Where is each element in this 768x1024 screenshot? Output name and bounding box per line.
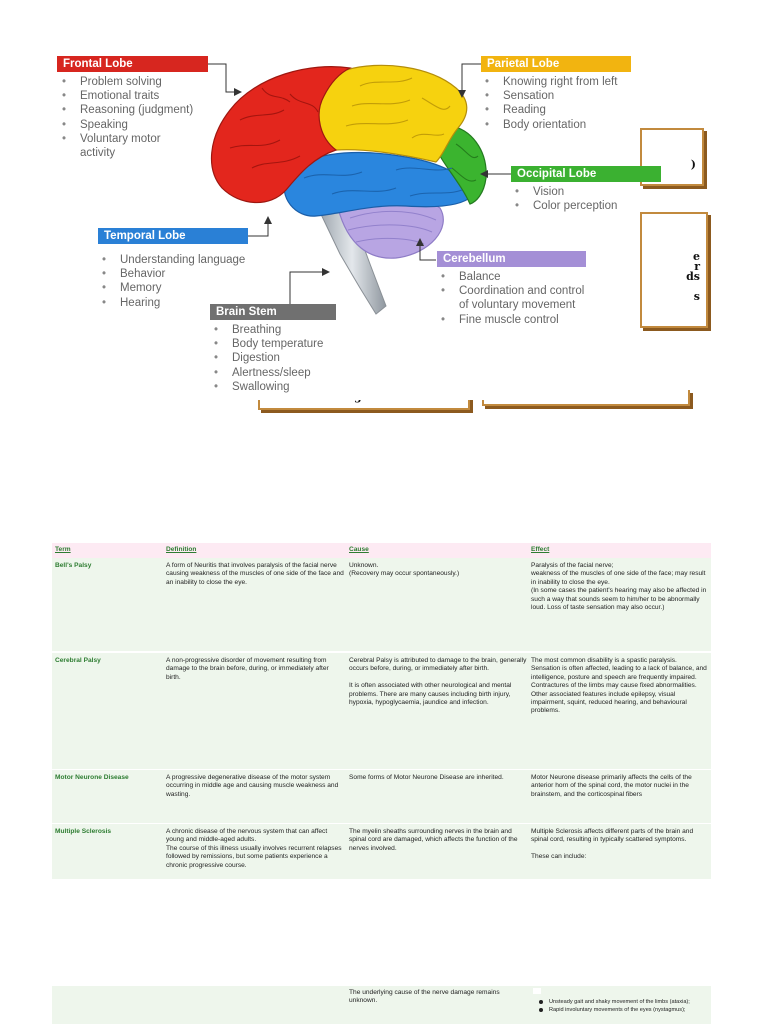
brain-diagram: ) e r ds s right xyxy=(0,0,768,420)
occipital-lobe-label: Occipital Lobe xyxy=(511,166,661,182)
frontal-lobe-shape xyxy=(210,66,352,204)
header-effect: Effect xyxy=(531,546,550,553)
function-item: Balance xyxy=(437,270,617,284)
symptom-item: Unsteady gait and shaky movement of the … xyxy=(533,998,703,1006)
term-cell: Motor Neurone Disease xyxy=(55,774,129,781)
term-cell: Multiple Sclerosis xyxy=(55,828,112,835)
function-item: Knowing right from left xyxy=(481,75,641,89)
cause-cell: The underlying cause of the nerve damage… xyxy=(349,989,500,1005)
definition-cell: A form of Neuritis that involves paralys… xyxy=(166,562,344,586)
definition-cell: A progressive degenerative disease of th… xyxy=(166,774,339,798)
brain-illustration xyxy=(210,64,487,315)
table-row: Bell's Palsy A form of Neuritis that inv… xyxy=(52,558,711,651)
temporal-lobe-label: Temporal Lobe xyxy=(98,228,248,244)
definition-cell: A chronic disease of the nervous system … xyxy=(166,828,342,869)
card-text: ) xyxy=(690,158,696,171)
cause-cell: Some forms of Motor Neurone Disease are … xyxy=(349,774,504,781)
table-row: The underlying cause of the nerve damage… xyxy=(52,986,711,1024)
function-item: Behavior xyxy=(98,267,268,281)
function-item: Sensation xyxy=(481,89,641,103)
function-item: Understanding language xyxy=(98,253,268,267)
cause-cell: Unknown. (Recovery may occur spontaneous… xyxy=(349,562,460,578)
table-row: Motor Neurone Disease A progressive dege… xyxy=(52,770,711,823)
function-item: Coordination and control of voluntary mo… xyxy=(437,284,617,312)
symptom-list: Unsteady gait and shaky movement of the … xyxy=(533,998,703,1014)
table-header-row: Term Definition Cause Effect xyxy=(52,543,711,558)
function-item: Body orientation xyxy=(481,118,641,132)
function-item: Problem solving xyxy=(58,75,238,89)
header-term: Term xyxy=(55,546,71,553)
function-item: Fine muscle control xyxy=(437,313,617,327)
function-item: Speaking xyxy=(58,118,238,132)
occipital-lobe-functions: Vision Color perception xyxy=(511,185,651,214)
parietal-lobe-functions: Knowing right from left Sensation Readin… xyxy=(481,75,641,132)
temporal-lobe-shape xyxy=(283,152,473,217)
term-cell: Bell's Palsy xyxy=(55,562,92,569)
function-item: Voluntary motor activity xyxy=(58,132,238,160)
cerebellum-functions: Balance Coordination and control of volu… xyxy=(437,270,617,327)
function-item: Alertness/sleep xyxy=(210,366,360,380)
cause-cell: The myelin sheaths surrounding nerves in… xyxy=(349,828,518,852)
effect-cell: Multiple Sclerosis affects different par… xyxy=(531,828,694,861)
term-cell: Cerebral Palsy xyxy=(55,657,101,664)
function-item: Reading xyxy=(481,103,641,117)
function-item: Swallowing xyxy=(210,380,360,394)
cerebellum-label: Cerebellum xyxy=(437,251,586,267)
temporal-lobe-functions: Understanding language Behavior Memory H… xyxy=(98,253,268,310)
effect-cell: The most common disability is a spastic … xyxy=(531,657,707,715)
function-item: Reasoning (judgment) xyxy=(58,103,238,117)
effect-cell: Motor Neurone disease primarily affects … xyxy=(531,774,692,798)
function-item: Color perception xyxy=(511,199,651,213)
blank-marker xyxy=(533,988,541,994)
table-row: Cerebral Palsy A non-progressive disorde… xyxy=(52,653,711,769)
function-item: Body temperature xyxy=(210,337,360,351)
function-item: Hearing xyxy=(98,296,268,310)
function-item: Vision xyxy=(511,185,651,199)
function-item: Memory xyxy=(98,281,268,295)
frontal-lobe-functions: Problem solving Emotional traits Reasoni… xyxy=(58,75,238,160)
parietal-lobe-label: Parietal Lobe xyxy=(481,56,631,72)
effect-cell: Unsteady gait and shaky movement of the … xyxy=(531,986,707,1024)
cause-cell: Cerebral Palsy is attributed to damage t… xyxy=(349,657,527,707)
symptom-item: Rapid involuntary movements of the eyes … xyxy=(533,1006,703,1014)
card-text: e r ds s xyxy=(686,250,700,303)
frontal-lobe-label: Frontal Lobe xyxy=(57,56,208,72)
brain-stem-functions: Breathing Body temperature Digestion Ale… xyxy=(210,323,360,394)
header-cause: Cause xyxy=(349,546,369,553)
table-row: Multiple Sclerosis A chronic disease of … xyxy=(52,824,711,879)
function-item: Breathing xyxy=(210,323,360,337)
definition-cell: A non-progressive disorder of movement r… xyxy=(166,657,329,681)
effect-cell: Paralysis of the facial nerve; weakness … xyxy=(531,562,707,612)
function-item: Emotional traits xyxy=(58,89,238,103)
header-definition: Definition xyxy=(166,546,197,553)
function-item: Digestion xyxy=(210,351,360,365)
background-card-right-mid: e r ds s xyxy=(640,212,708,328)
brain-stem-label: Brain Stem xyxy=(210,304,336,320)
